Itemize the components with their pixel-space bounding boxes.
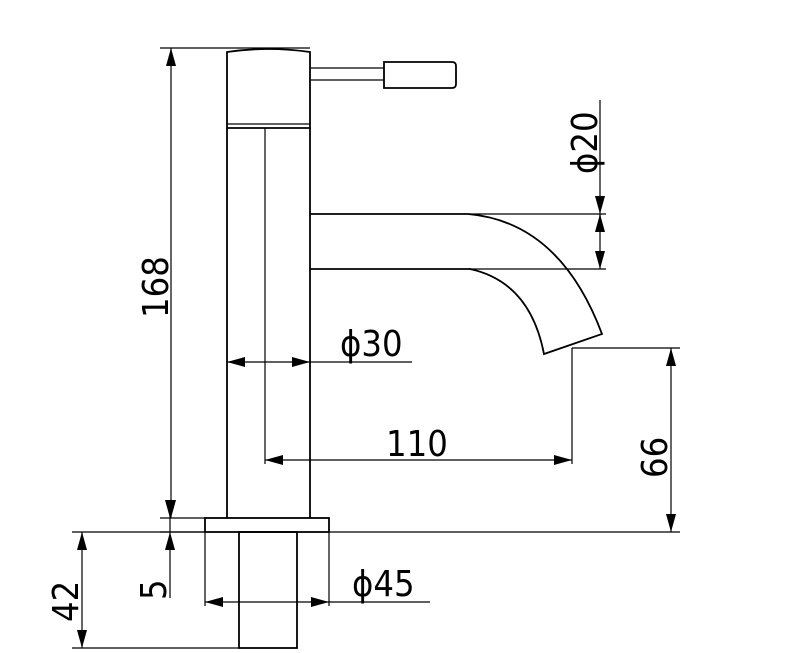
spout	[310, 213, 604, 356]
dim-phi20-label: ϕ20	[565, 111, 606, 174]
dimension-labels: 168 ϕ20 ϕ30 110 66 ϕ45 5 42	[46, 111, 676, 622]
dim-66-label: 66	[635, 437, 676, 478]
dim-5-label: 5	[134, 579, 175, 600]
dim-phi30-label: ϕ30	[340, 324, 403, 365]
dim-110-label: 110	[386, 424, 448, 465]
dim-42-label: 42	[46, 581, 87, 622]
handle-cap	[226, 48, 311, 129]
dim-phi45-label: ϕ45	[352, 564, 415, 605]
base-plate	[204, 517, 330, 533]
dimension-lines	[72, 47, 680, 649]
faucet-outline	[204, 48, 604, 649]
lever-grip	[383, 61, 457, 89]
dim-168-label: 168	[136, 256, 177, 318]
shank	[238, 531, 298, 649]
